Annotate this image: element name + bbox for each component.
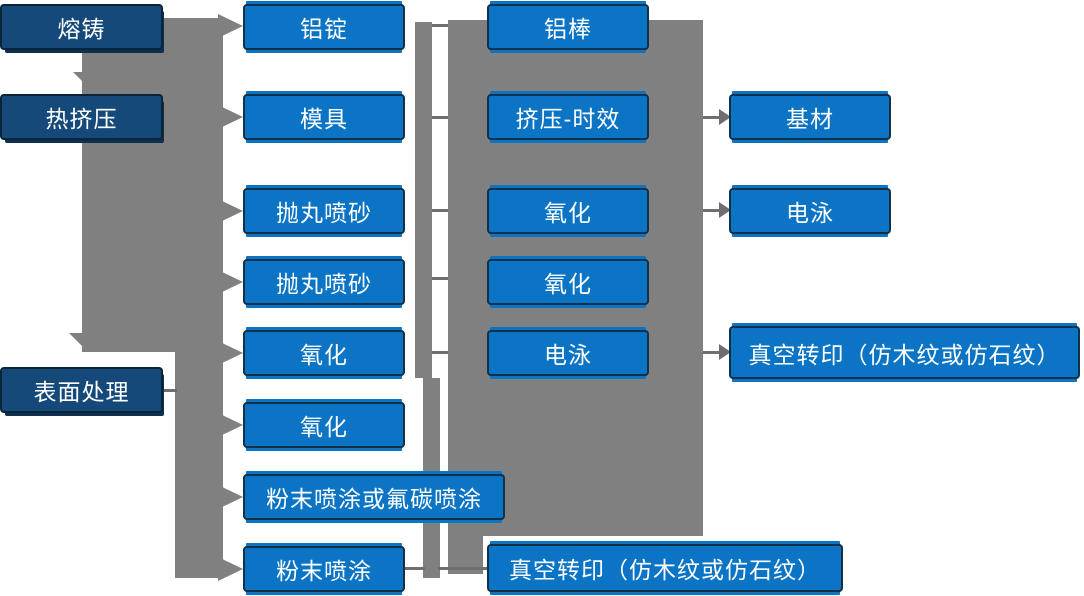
- arrowhead-to-electrophoresis-c4: [719, 202, 731, 218]
- arrow-to-mold: [218, 105, 243, 129]
- node-powder-or-fluorocarbon-coating: 粉末喷涂或氟碳喷涂: [243, 474, 505, 520]
- node-oxidation-c3-2: 氧化: [487, 259, 649, 305]
- arrowhead-to-vacuum-transfer-right: [719, 344, 731, 360]
- node-oxidation-c2-2: 氧化: [243, 402, 405, 448]
- surface-treatment-connector: [163, 389, 177, 392]
- powder-coating-out-line: [405, 567, 425, 570]
- node-aluminum-ingot: 铝锭: [243, 4, 405, 50]
- node-melting-casting: 熔铸: [0, 4, 163, 50]
- node-vacuum-transfer-bottom: 真空转印（仿木纹或仿石纹）: [487, 544, 843, 592]
- node-electrophoresis-c4: 电泳: [729, 188, 891, 234]
- node-aluminum-rod: 铝棒: [487, 4, 649, 50]
- node-hot-extrusion: 热挤压: [0, 94, 163, 140]
- node-powder-coating: 粉末喷涂: [243, 546, 405, 592]
- mid-tie-row3: [432, 209, 448, 212]
- node-mold: 模具: [243, 94, 405, 140]
- node-surface-treatment: 表面处理: [0, 367, 163, 413]
- node-electrophoresis-c3: 电泳: [487, 330, 649, 376]
- trunk-main-band: [82, 18, 223, 352]
- node-vacuum-transfer-right: 真空转印（仿木纹或仿石纹）: [729, 326, 1080, 379]
- mid-tie-row5: [432, 351, 448, 354]
- arrow-to-powder-coating: [218, 557, 243, 581]
- node-shot-blasting-2: 抛丸喷砂: [243, 259, 405, 305]
- node-extrusion-aging: 挤压-时效: [487, 94, 649, 140]
- arrow-down-to-hot-extrusion: [73, 72, 107, 89]
- node-substrate: 基材: [729, 94, 891, 140]
- vacuum-transfer-in-line: [438, 567, 488, 570]
- node-oxidation-c3-1: 氧化: [487, 188, 649, 234]
- arrowhead-to-substrate: [719, 109, 731, 125]
- mid-tie-row2: [432, 116, 448, 119]
- node-oxidation-c2-1: 氧化: [243, 330, 405, 376]
- arrow-to-oxidation-c2-2: [218, 413, 243, 437]
- mid-tie-row1: [432, 24, 448, 27]
- arrow-down-to-surface-treatment: [69, 333, 103, 350]
- node-shot-blasting-1: 抛丸喷砂: [243, 188, 405, 234]
- mid-band-upper: [415, 22, 432, 378]
- arrow-to-aluminum-ingot: [218, 14, 243, 38]
- arrow-to-shot-blasting-1: [218, 199, 243, 223]
- trunk-lower-band: [175, 352, 223, 578]
- arrow-to-shot-blasting-2: [218, 270, 243, 294]
- arrow-to-powder-or-fluorocarbon: [218, 485, 243, 509]
- mid-tie-row4: [432, 277, 448, 280]
- arrow-to-oxidation-c2-1: [218, 341, 243, 365]
- line-to-substrate: [703, 116, 720, 119]
- line-to-electrophoresis-c4: [703, 209, 720, 212]
- line-to-vacuum-transfer-right: [703, 351, 720, 354]
